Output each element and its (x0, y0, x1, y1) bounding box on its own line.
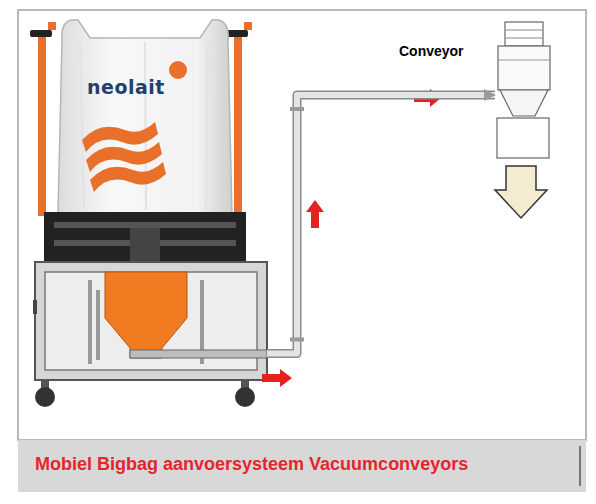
screw-feeder (130, 350, 267, 358)
post-handle (30, 30, 52, 37)
filter-line (505, 38, 543, 39)
bag-logo (169, 61, 187, 79)
flow-arrow (262, 369, 292, 387)
vacuum-conveyor: Conveyor (495, 20, 551, 160)
post-cap (244, 22, 252, 30)
cabinet (35, 262, 267, 380)
vacuum-pipe (267, 95, 495, 353)
bag-fold (80, 42, 208, 210)
flow-arrow (306, 200, 324, 228)
receiver-box (497, 118, 549, 158)
bigbag-station: neolait (35, 20, 267, 410)
frame-post (234, 36, 242, 216)
pipe-coupling (290, 107, 304, 111)
pallet-slat (54, 222, 236, 228)
pallet-outlet (130, 228, 160, 262)
node-title: Conveyor (399, 43, 464, 59)
brand-name: neolait (87, 76, 165, 98)
filter-line (505, 30, 543, 31)
frame-bar (88, 280, 92, 364)
conveyor-cone (500, 90, 548, 116)
discharge-arrow (495, 166, 547, 218)
bigbag (58, 20, 232, 214)
post-handle (226, 30, 248, 37)
pipe-wall (267, 95, 495, 353)
frame-bar (96, 290, 100, 360)
body-line (498, 60, 550, 61)
pallet (44, 212, 246, 262)
hopper (105, 272, 187, 358)
caster-wheel (35, 387, 55, 407)
pipe-coupling (290, 337, 304, 341)
bag-logo (90, 162, 166, 192)
frame-post (38, 36, 46, 216)
post-cap (48, 22, 56, 30)
latch (33, 300, 37, 314)
frame (18, 10, 586, 440)
conveyor-body (498, 46, 550, 90)
caption-text: Mobiel Bigbag aanvoersysteem Vacuumconve… (35, 454, 468, 475)
filter-housing (505, 22, 543, 46)
pipe-bore (267, 95, 495, 353)
caster-wheel (235, 387, 255, 407)
band-divider (579, 446, 581, 486)
caption-band (18, 440, 586, 492)
